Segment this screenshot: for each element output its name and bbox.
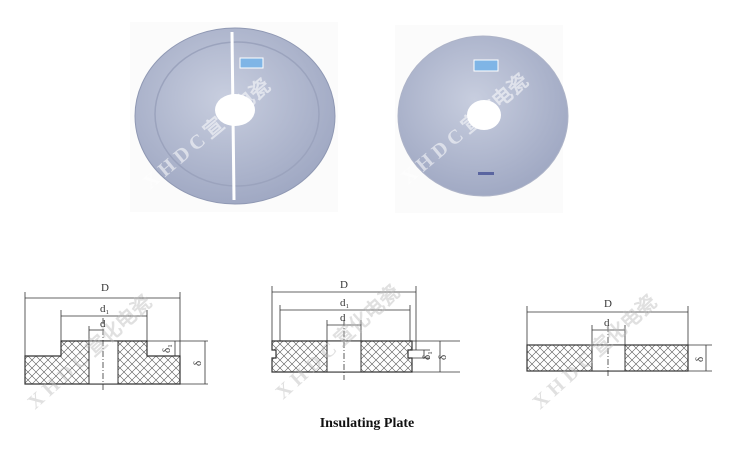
label-d1: d₁	[340, 297, 350, 309]
label-D: D	[340, 279, 348, 291]
label-delta: δ	[694, 357, 706, 362]
diagram-stepped-plate	[24, 292, 208, 392]
photo-split-plate: X H D C 宣化电瓷	[130, 22, 338, 212]
label-delta: δ	[437, 355, 449, 360]
label-delta: δ	[192, 361, 204, 366]
label-D: D	[604, 298, 612, 310]
label-delta1: δ₁	[161, 344, 173, 353]
label-d: d	[100, 318, 106, 330]
caption: Insulating Plate	[319, 416, 415, 431]
label-d: d	[340, 312, 346, 324]
label-D: D	[101, 282, 109, 294]
label-delta1: δ₁	[421, 351, 433, 360]
diagram-flat-plate	[526, 306, 712, 378]
diagram-grooved-plate	[271, 286, 460, 380]
label-d: d	[604, 317, 610, 329]
label-d1: d₁	[100, 303, 110, 315]
photo-solid-plate: X H D C 宣化电瓷	[395, 25, 569, 213]
